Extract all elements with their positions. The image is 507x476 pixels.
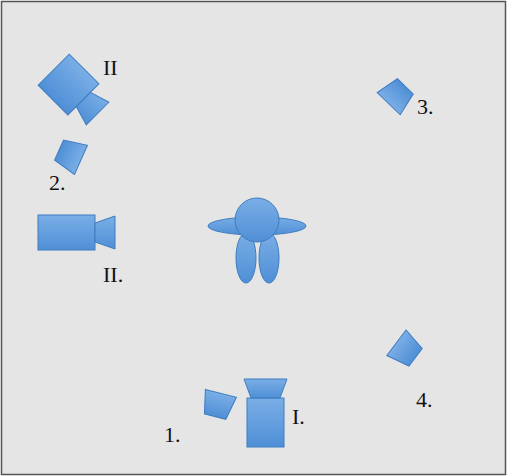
callout-number: II. (103, 264, 123, 286)
callout-number: 3. (417, 96, 434, 118)
light-icon (387, 330, 425, 370)
callout-number: 2. (49, 172, 66, 194)
light-icon (200, 389, 237, 420)
camera-icon (38, 54, 113, 129)
light-icon (53, 136, 88, 175)
camera-icon (244, 379, 287, 447)
camera-icon (38, 215, 115, 250)
callout-number: I. (292, 406, 305, 428)
person-figure (208, 198, 306, 283)
light-icon (377, 75, 417, 114)
callout-number: 4. (416, 389, 433, 411)
callout-number: II (103, 57, 118, 79)
callout-number: 1. (164, 424, 181, 446)
